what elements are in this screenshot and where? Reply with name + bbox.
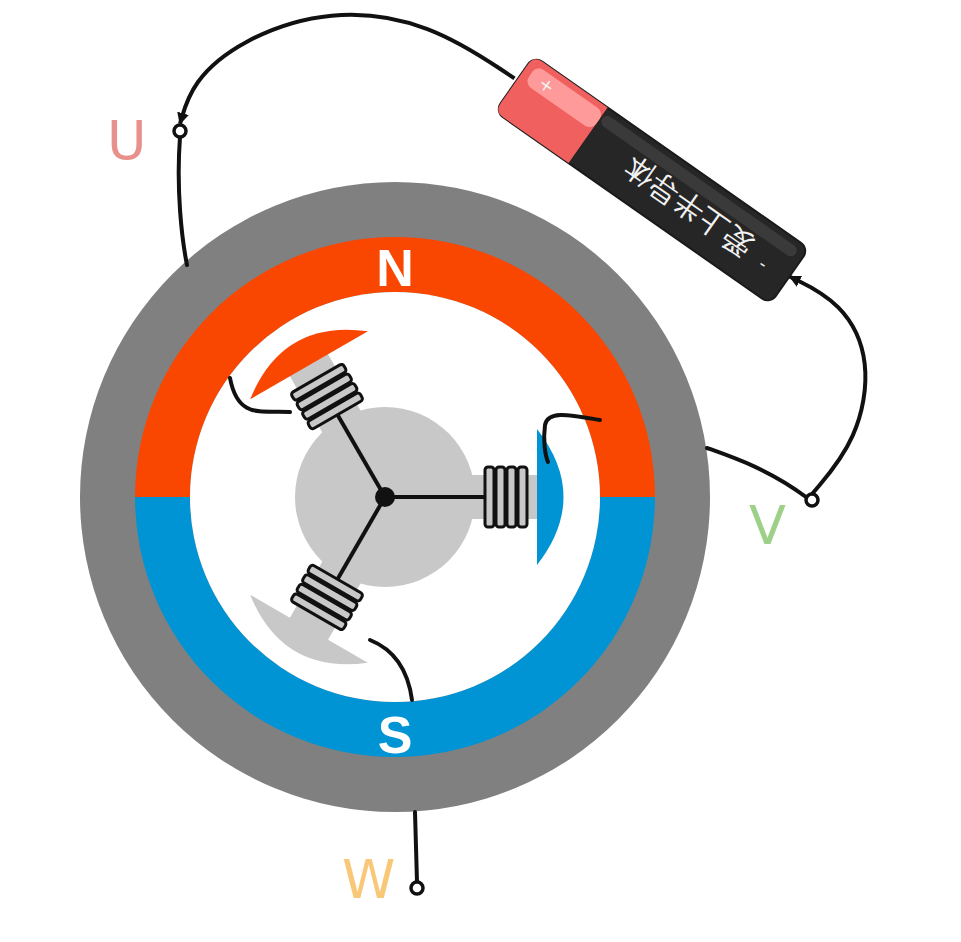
phase-terminal: U — [92, 96, 192, 186]
phase-label: U — [107, 114, 147, 168]
v-wire — [707, 448, 806, 497]
pole-label: S — [378, 709, 413, 761]
stator-arm — [237, 463, 444, 686]
housing-ring — [80, 182, 710, 812]
phase-terminal: V — [735, 485, 825, 560]
star-point — [375, 487, 395, 507]
u-wire — [179, 137, 187, 265]
u-wire — [230, 378, 290, 412]
pole-label: N — [376, 242, 414, 294]
stator-arm — [237, 308, 444, 531]
supply-wire — [790, 277, 866, 494]
phase-terminal: W — [325, 845, 430, 920]
air-gap — [190, 292, 600, 702]
w-wire — [415, 812, 417, 882]
w-wire — [370, 640, 412, 700]
supply-wire — [180, 15, 514, 124]
phase-label: V — [749, 499, 786, 553]
phase-label: W — [342, 853, 395, 907]
v-wire — [544, 415, 600, 462]
stator-arm — [385, 429, 564, 565]
